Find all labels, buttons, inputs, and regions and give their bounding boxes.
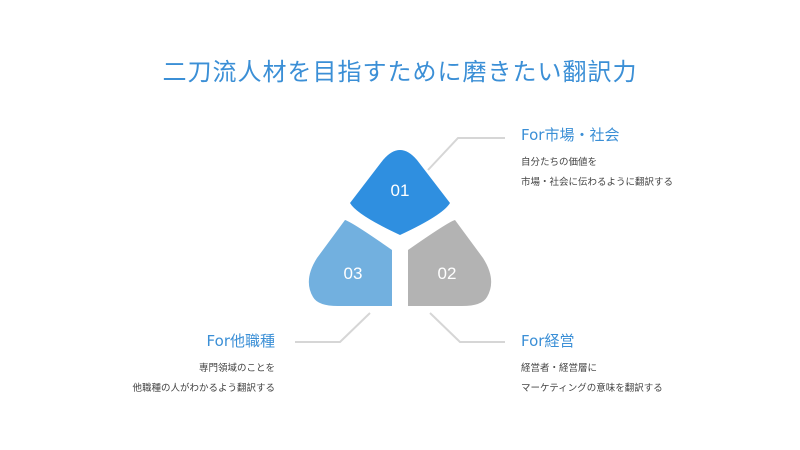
market-desc-line-2: 市場・社会に伝わるように翻訳する — [521, 177, 674, 188]
segment-03-label: 03 — [344, 264, 363, 283]
market-block: For市場・社会 自分たちの価値を 市場・社会に伝わるように翻訳する — [521, 124, 673, 193]
segment-01-label: 01 — [391, 181, 410, 200]
segment-03 — [308, 220, 392, 306]
other-roles-desc-line-2: 他職種の人がわかるよう翻訳する — [132, 383, 275, 394]
management-desc-line-1: 経営者・経営層に — [521, 363, 598, 374]
market-desc-line-1: 自分たちの価値を — [521, 157, 598, 168]
other-roles-desc-line-1: 専門領域のことを — [198, 363, 275, 374]
segment-02 — [408, 220, 492, 306]
segment-01 — [350, 150, 450, 235]
other-roles-heading: For他職種 — [206, 332, 275, 350]
connector-line-other-roles — [295, 312, 371, 343]
market-heading: For市場・社会 — [521, 126, 620, 144]
page-title: 二刀流人材を目指すために磨きたい翻訳力 — [162, 58, 638, 86]
management-heading: For経営 — [521, 332, 575, 350]
management-block: For経営 経営者・経営層に マーケティングの意味を翻訳する — [521, 330, 663, 399]
segment-02-label: 02 — [438, 264, 457, 283]
connector-line-market — [427, 137, 505, 171]
management-desc-line-2: マーケティングの意味を翻訳する — [521, 383, 663, 394]
other-roles-block: For他職種 専門領域のことを 他職種の人がわかるよう翻訳する — [60, 330, 275, 399]
connector-line-management — [429, 312, 505, 343]
